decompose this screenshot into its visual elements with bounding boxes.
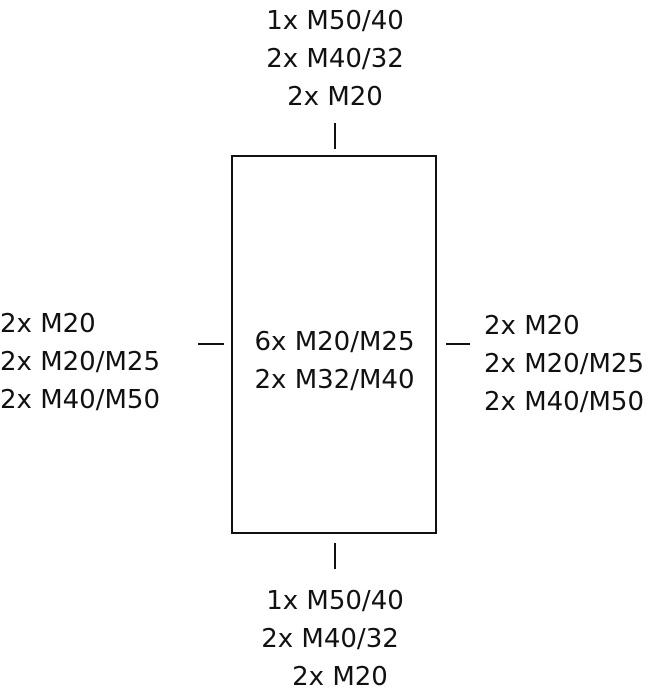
- bottom-entry-2: 2x M40/32: [261, 624, 399, 654]
- top-entry-2: 2x M40/32: [266, 44, 404, 74]
- left-side-entries: 2x M20 2x M20/M25 2x M40/M50: [0, 305, 200, 419]
- top-entry-1: 1x M50/40: [266, 6, 404, 36]
- bottom-side-entries: 1x M50/40 2x M40/32 2x M20: [225, 582, 445, 696]
- left-entry-2: 2x M20/M25: [0, 347, 160, 377]
- left-entry-3: 2x M40/M50: [0, 385, 160, 415]
- center-entry-1: 6x M20/M25: [254, 327, 415, 357]
- bottom-side-marker: [334, 543, 336, 569]
- center-entry-2: 2x M32/M40: [254, 365, 415, 395]
- left-side-marker: [198, 343, 224, 345]
- top-entry-3: 2x M20: [287, 82, 383, 112]
- right-entry-3: 2x M40/M50: [484, 387, 644, 417]
- bottom-entry-1: 1x M50/40: [266, 586, 404, 616]
- right-side-entries: 2x M20 2x M20/M25 2x M40/M50: [484, 307, 663, 421]
- enclosure-box: [231, 155, 437, 534]
- center-entries: 6x M20/M25 2x M32/M40: [232, 323, 437, 399]
- top-side-entries: 1x M50/40 2x M40/32 2x M20: [225, 2, 445, 116]
- left-entry-1: 2x M20: [0, 309, 96, 339]
- right-entry-1: 2x M20: [484, 311, 580, 341]
- top-side-marker: [334, 123, 336, 149]
- bottom-entry-3: 2x M20: [292, 662, 388, 692]
- right-side-marker: [446, 343, 470, 345]
- right-entry-2: 2x M20/M25: [484, 349, 644, 379]
